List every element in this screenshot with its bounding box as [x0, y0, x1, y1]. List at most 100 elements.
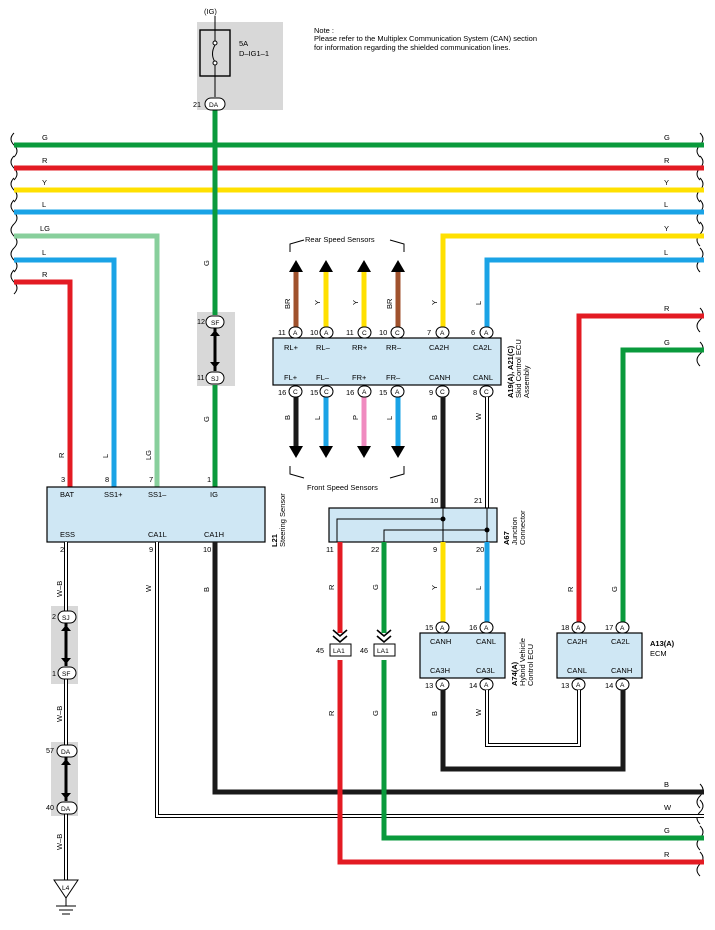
- wire-y-ca2h-skid: [440, 233, 704, 327]
- svg-text:A: A: [484, 682, 489, 689]
- rear-wire-label-br1: BR: [283, 298, 292, 309]
- front-wire-label-l2: L: [385, 416, 394, 420]
- junction-r-label: R: [327, 584, 336, 590]
- bus-label-y-right: Y: [664, 178, 669, 187]
- junction-name2: Connector: [518, 510, 527, 545]
- junction-connector-box: [328, 507, 498, 543]
- bottom-bus-label-g: G: [664, 826, 670, 835]
- hv-bottom-pins: 13 A 14 A: [425, 678, 494, 691]
- svg-text:A: A: [620, 682, 625, 689]
- steer-wire-label-r: R: [57, 452, 66, 458]
- steer-pin-num-2: 2: [60, 545, 64, 554]
- steer-pin-ig: IG: [210, 490, 218, 499]
- skid-ecu-name1: Skid Control ECU: [514, 339, 523, 398]
- svg-text:15: 15: [379, 388, 387, 397]
- connector-sf-1: 1 SF: [52, 666, 77, 680]
- svg-text:2: 2: [52, 612, 56, 621]
- bus-label-y-left: Y: [42, 178, 47, 187]
- ecm-r-label: R: [566, 586, 575, 592]
- skid-pin-canh: CANH: [429, 373, 450, 382]
- fuse-shade: [197, 22, 283, 110]
- note-line-1: Please refer to the Multiplex Communicat…: [314, 34, 538, 44]
- svg-text:17: 17: [605, 623, 613, 632]
- svg-text:C: C: [293, 389, 298, 396]
- bottom-bus-label-w: W: [664, 803, 672, 812]
- junction-g-label: G: [371, 584, 380, 590]
- fuse-name: D–IG1–1: [239, 49, 269, 58]
- hv-l-label: L: [474, 586, 483, 590]
- rear-wire-label-br2: BR: [385, 298, 394, 309]
- hv-ecu-code: A74(A): [510, 661, 519, 686]
- svg-text:C: C: [324, 389, 329, 396]
- svg-text:12: 12: [197, 317, 205, 326]
- svg-text:A: A: [395, 389, 400, 396]
- wire-b-hv-ecm: [440, 690, 626, 772]
- hv-pin-canh: CANH: [430, 637, 451, 646]
- junction-pin-11: 11: [326, 545, 334, 554]
- svg-text:16: 16: [278, 388, 286, 397]
- wire-r-steering: [14, 279, 73, 487]
- ecm-box: [556, 632, 643, 679]
- fuse-rating: 5A: [239, 39, 248, 48]
- wb-label-2: W–B: [55, 706, 64, 722]
- skid-pin-ca2h: CA2H: [429, 343, 449, 352]
- fuse-symbol: [212, 30, 218, 76]
- bus-label-g-right: G: [664, 133, 670, 142]
- skid-ecu-name2: Assembly: [522, 365, 531, 398]
- wire-label-lg-left: LG: [40, 224, 50, 233]
- wire-b-ca1h: [212, 542, 704, 795]
- svg-text:40: 40: [46, 803, 54, 812]
- svg-text:13: 13: [425, 681, 433, 690]
- connector-da-57: 57 DA: [46, 744, 78, 801]
- skid-pin-ca2l: CA2L: [473, 343, 492, 352]
- hv-y-label: Y: [430, 585, 439, 590]
- steer-pin-num-1: 1: [207, 475, 211, 484]
- wire-w-hv-ecm: [485, 690, 581, 747]
- svg-text:SJ: SJ: [62, 615, 70, 622]
- svg-text:15: 15: [310, 388, 318, 397]
- front-wire-label-l1: L: [313, 416, 322, 420]
- svg-text:10: 10: [310, 328, 318, 337]
- junction-internal: [336, 508, 490, 542]
- skid-pin-rlm: RL–: [316, 343, 331, 352]
- svg-text:A: A: [440, 682, 445, 689]
- ground-l4: L4: [53, 879, 79, 915]
- wire-label-r-left: R: [42, 270, 48, 279]
- skid-top-pins: 11 A 10 A 11 C 10 C 7 A 6 A: [278, 326, 494, 339]
- skid-pin-canl: CANL: [473, 373, 493, 382]
- junction-pin-20: 20: [476, 545, 484, 554]
- svg-text:8: 8: [473, 388, 477, 397]
- right-wavy-ends: [696, 132, 704, 877]
- bus-label-g-left: G: [42, 133, 48, 142]
- wire-l-steering: [14, 257, 117, 487]
- ig-label: (IG): [204, 7, 217, 16]
- hv-pin-ca3h: CA3H: [430, 666, 450, 675]
- ecm-feed-label-g: G: [664, 338, 670, 347]
- ig-wire-label-g1: G: [202, 260, 211, 266]
- steer-pin-num-7: 7: [149, 475, 153, 484]
- svg-text:21: 21: [193, 100, 201, 109]
- steer-pin-ca1l: CA1L: [148, 530, 167, 539]
- svg-text:16: 16: [469, 623, 477, 632]
- junction-pin-22: 22: [371, 545, 379, 554]
- svg-text:A: A: [484, 625, 489, 632]
- wb-label-3: W–B: [55, 834, 64, 850]
- skid-pin-flp: FL+: [284, 373, 298, 382]
- svg-text:A: A: [293, 330, 298, 337]
- front-wire-label-p: P: [351, 415, 360, 420]
- svg-text:A: A: [324, 330, 329, 337]
- wire-lg-steering: [14, 233, 160, 487]
- steer-pin-num-3: 3: [61, 475, 65, 484]
- skid-pin-flm: FL–: [316, 373, 330, 382]
- svg-text:14: 14: [469, 681, 477, 690]
- svg-text:13: 13: [561, 681, 569, 690]
- skid-feed-label-l-right: L: [664, 248, 668, 257]
- svg-text:46: 46: [360, 646, 368, 655]
- ig-wire-label-g2: G: [202, 416, 211, 422]
- ecm-pin-ca2h: CA2H: [567, 637, 587, 646]
- steer-pin-ess: ESS: [60, 530, 75, 539]
- skid-pin-rrm: RR–: [386, 343, 402, 352]
- skid-pin-rrp: RR+: [352, 343, 368, 352]
- skid-ca2h-label: Y: [430, 300, 439, 305]
